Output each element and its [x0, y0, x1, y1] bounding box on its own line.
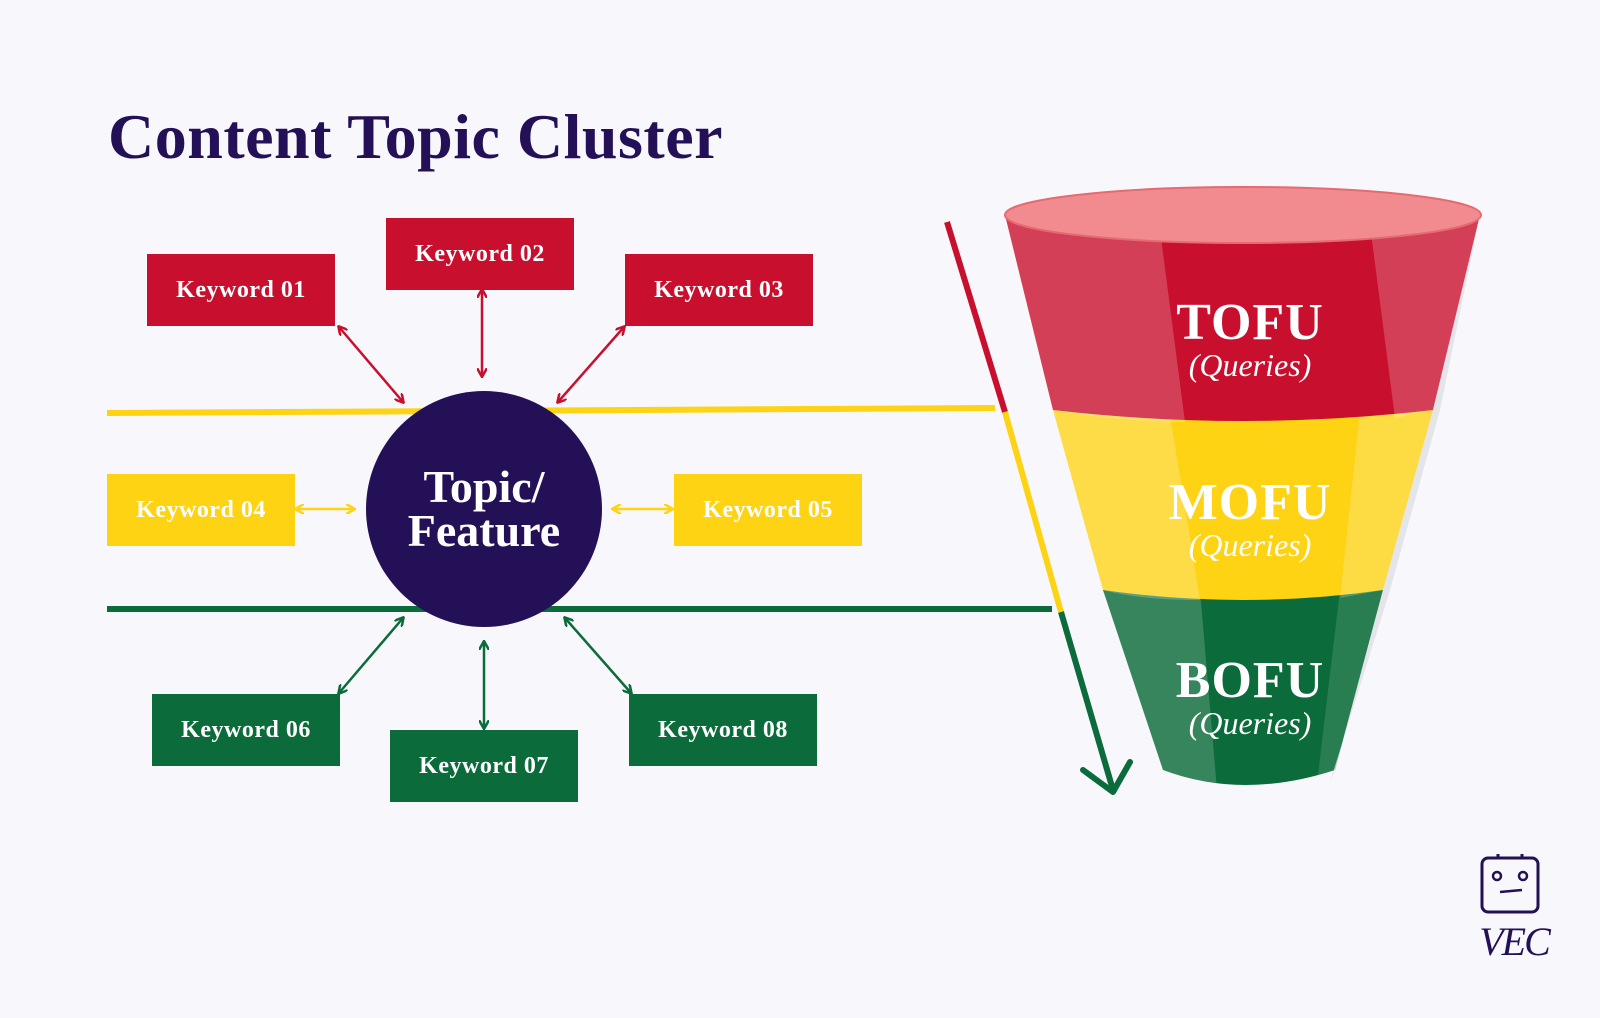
- hub-label: Topic/ Feature: [407, 461, 561, 556]
- page-title: Content Topic Cluster: [108, 101, 723, 172]
- arrow-keyword-03: [558, 327, 624, 402]
- keyword-box-08: Keyword 08: [629, 694, 817, 766]
- funnel-label-tofu: TOFU (Queries): [1150, 294, 1350, 383]
- arrow-keyword-08: [565, 618, 631, 693]
- arrow-keyword-01: [339, 327, 403, 402]
- keyword-box-05: Keyword 05: [674, 474, 862, 546]
- logo-wordmark: VEC: [1479, 919, 1551, 964]
- funnel-tofu-segment: [1005, 215, 1480, 421]
- keyword-box-01: Keyword 01: [147, 254, 335, 326]
- journey-arrow-yellow: [1002, 411, 1064, 613]
- funnel-label-bofu: BOFU (Queries): [1150, 652, 1350, 741]
- funnel-rim: [1005, 187, 1481, 243]
- journey-arrow-head: [1080, 759, 1133, 795]
- funnel-bofu-segment: [1103, 590, 1383, 785]
- funnel-mofu-segment: [1053, 410, 1433, 600]
- funnel: [1004, 186, 1482, 790]
- journey-arrow-red: [944, 221, 1008, 413]
- yellow-band-line: [106, 405, 996, 416]
- keyword-box-07: Keyword 07: [390, 730, 578, 802]
- stage-name-bofu: BOFU: [1175, 652, 1325, 709]
- keyword-box-03: Keyword 03: [625, 254, 813, 326]
- stage-sub-mofu: (Queries): [1188, 527, 1312, 563]
- keyword-box-02: Keyword 02: [386, 218, 574, 290]
- stage-sub-tofu: (Queries): [1188, 347, 1312, 383]
- funnel-label-mofu: MOFU (Queries): [1150, 474, 1350, 563]
- stage-sub-bofu: (Queries): [1188, 705, 1312, 741]
- stage-name-mofu: MOFU: [1168, 474, 1332, 531]
- keyword-box-04: Keyword 04: [107, 474, 295, 546]
- arrow-keyword-06: [339, 618, 403, 693]
- stage-name-tofu: TOFU: [1176, 294, 1324, 351]
- keyword-box-06: Keyword 06: [152, 694, 340, 766]
- topic-feature-hub: Topic/ Feature: [366, 391, 602, 627]
- journey-arrow-green: [1058, 611, 1116, 791]
- robot-logo-icon: [1480, 854, 1540, 914]
